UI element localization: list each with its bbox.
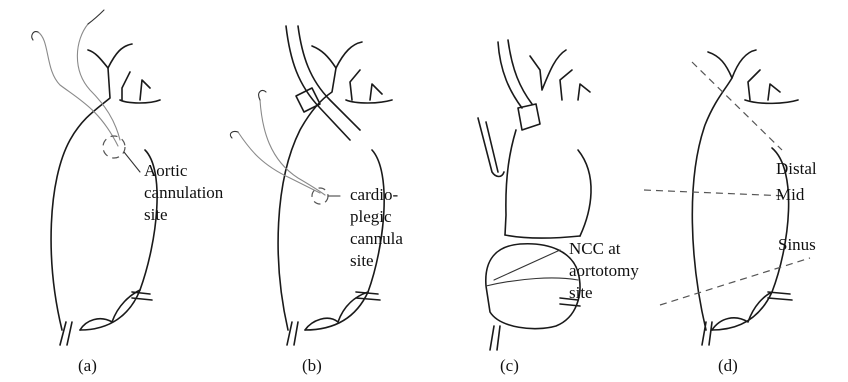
panel-c-annotation: NCC at aortotomy site	[569, 238, 639, 304]
panel-b-caption: (b)	[302, 356, 322, 376]
panel-d-label-mid: Mid	[776, 184, 804, 206]
panel-a-annotation: Aortic cannulation site	[144, 160, 223, 226]
panel-c-caption: (c)	[500, 356, 519, 376]
panel-d-caption: (d)	[718, 356, 738, 376]
panel-b-annotation: cardio- plegic cannula site	[350, 184, 403, 272]
panel-d-label-sinus: Sinus	[778, 234, 816, 256]
panel-d-label-distal: Distal	[776, 158, 817, 180]
panel-a-drawing	[32, 10, 160, 345]
panel-a-caption: (a)	[78, 356, 97, 376]
